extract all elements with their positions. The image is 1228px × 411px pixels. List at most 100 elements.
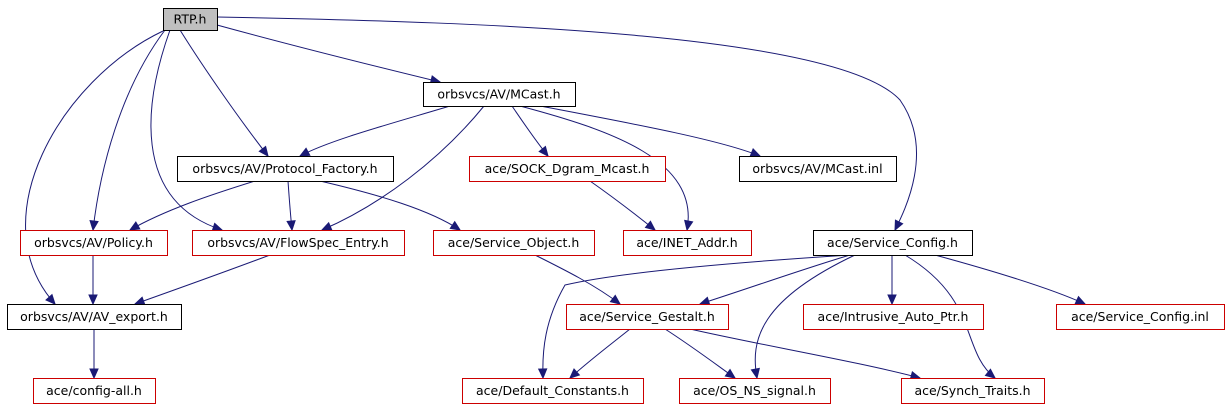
edge-line bbox=[299, 105, 451, 157]
node-box bbox=[469, 156, 666, 182]
arrowhead bbox=[984, 368, 996, 379]
edge-rtp-to-service_config bbox=[216, 16, 917, 232]
edge-service_gestalt-to-default_constants bbox=[569, 328, 631, 379]
edge-line bbox=[216, 24, 441, 83]
edge-line bbox=[134, 254, 271, 305]
edge-line bbox=[934, 254, 1086, 305]
arrowhead bbox=[128, 221, 141, 231]
edge-rtp-to-mcast bbox=[216, 24, 442, 85]
edge-line bbox=[179, 29, 269, 157]
edge-line bbox=[569, 328, 631, 379]
node-inet-addr[interactable]: ace/INET_Addr.h bbox=[623, 230, 752, 256]
node-service-gestalt[interactable]: ace/Service_Gestalt.h bbox=[566, 304, 729, 330]
edge-service_object-to-service_gestalt bbox=[534, 254, 621, 305]
node-flowspec-entry[interactable]: orbsvcs/AV/FlowSpec_Entry.h bbox=[192, 230, 405, 256]
edge-service_config-to-os_ns_signal bbox=[750, 254, 856, 380]
edge-mcast-to-inet_addr bbox=[519, 105, 694, 232]
edge-av_export-to-config_all bbox=[89, 329, 99, 380]
arrowhead bbox=[89, 220, 99, 232]
edge-line bbox=[542, 254, 851, 379]
arrowhead bbox=[258, 145, 269, 157]
node-synch-traits[interactable]: ace/Synch_Traits.h bbox=[901, 378, 1045, 404]
node-mcast[interactable]: orbsvcs/AV/MCast.h bbox=[423, 82, 576, 107]
edge-line bbox=[319, 180, 461, 231]
edge-line bbox=[589, 180, 656, 231]
edge-sock_dgram_mcast-to-inet_addr bbox=[589, 180, 656, 231]
node-intrusive-auto-ptr[interactable]: ace/Intrusive_Auto_Ptr.h bbox=[803, 304, 984, 330]
node-box bbox=[623, 230, 752, 256]
node-rtp[interactable]: RTP.h bbox=[163, 8, 218, 31]
edge-policy-to-av_export bbox=[88, 255, 98, 306]
node-box bbox=[192, 230, 405, 256]
edge-flowspec_entry-to-av_export bbox=[133, 254, 271, 306]
edge-line bbox=[150, 29, 223, 231]
arrowhead bbox=[298, 147, 311, 157]
edge-line bbox=[92, 29, 166, 231]
node-protocol-factory[interactable]: orbsvcs/AV/Protocol_Factory.h bbox=[177, 156, 394, 182]
edge-line bbox=[754, 254, 856, 379]
node-mcast-inl[interactable]: orbsvcs/AV/MCast.inl bbox=[739, 156, 897, 182]
arrowhead bbox=[320, 221, 333, 231]
arrowhead bbox=[537, 368, 548, 380]
node-config-all[interactable]: ace/config-all.h bbox=[33, 378, 156, 404]
node-label: orbsvcs/AV/Protocol_Factory.h bbox=[192, 161, 377, 176]
node-box bbox=[177, 156, 394, 182]
node-box bbox=[433, 230, 595, 256]
arrowhead bbox=[1074, 295, 1087, 305]
node-service-object[interactable]: ace/Service_Object.h bbox=[433, 230, 595, 256]
edge-rtp-to-protocol_factory bbox=[179, 29, 269, 157]
edge-rtp-to-av_export bbox=[25, 30, 164, 305]
node-label: RTP.h bbox=[174, 12, 207, 27]
edge-line bbox=[25, 30, 164, 305]
edge-mcast-to-mcast_inl bbox=[539, 105, 762, 157]
edge-layer bbox=[25, 16, 1087, 381]
node-label: ace/Intrusive_Auto_Ptr.h bbox=[818, 309, 969, 324]
node-sock-dgram-mcast[interactable]: ace/SOCK_Dgram_Mcast.h bbox=[469, 156, 666, 182]
node-service-config[interactable]: ace/Service_Config.h bbox=[813, 230, 973, 256]
arrowhead bbox=[887, 294, 897, 306]
edge-line bbox=[534, 254, 621, 305]
node-os-ns-signal[interactable]: ace/OS_NS_signal.h bbox=[679, 378, 831, 404]
node-box bbox=[813, 230, 973, 256]
arrowhead bbox=[45, 293, 56, 305]
edge-line bbox=[689, 328, 921, 379]
edge-line bbox=[519, 105, 689, 231]
node-box bbox=[423, 82, 576, 107]
node-label: ace/Default_Constants.h bbox=[476, 383, 629, 398]
node-policy[interactable]: orbsvcs/AV/Policy.h bbox=[20, 230, 168, 256]
node-box bbox=[566, 304, 729, 330]
arrowhead bbox=[89, 368, 99, 380]
arrowhead bbox=[894, 219, 904, 232]
arrowhead bbox=[644, 220, 656, 231]
edge-line bbox=[129, 180, 256, 231]
node-label: ace/Synch_Traits.h bbox=[914, 383, 1030, 398]
edge-line bbox=[539, 105, 761, 157]
edge-line bbox=[699, 254, 851, 305]
node-box bbox=[679, 378, 831, 404]
arrowhead bbox=[698, 296, 711, 306]
edge-mcast-to-sock_dgram_mcast bbox=[511, 105, 549, 157]
edge-service_config-to-service_gestalt bbox=[698, 254, 851, 306]
node-label: orbsvcs/AV/Policy.h bbox=[34, 235, 153, 250]
node-label: ace/config-all.h bbox=[46, 383, 142, 398]
arrowhead bbox=[569, 368, 581, 379]
node-service-config-inl[interactable]: ace/Service_Config.inl bbox=[1056, 304, 1225, 330]
arrowhead bbox=[133, 296, 146, 306]
node-default-constants[interactable]: ace/Default_Constants.h bbox=[462, 378, 644, 404]
node-label: orbsvcs/AV/FlowSpec_Entry.h bbox=[207, 235, 388, 250]
arrowhead bbox=[749, 148, 762, 157]
edge-mcast-to-protocol_factory bbox=[298, 105, 451, 157]
node-box bbox=[739, 156, 897, 182]
node-box bbox=[1056, 304, 1225, 330]
node-av-export[interactable]: orbsvcs/AV/AV_export.h bbox=[7, 304, 182, 330]
node-label: ace/SOCK_Dgram_Mcast.h bbox=[485, 161, 650, 176]
node-box bbox=[7, 304, 182, 330]
node-label: ace/Service_Config.inl bbox=[1071, 309, 1209, 324]
edge-service_config-to-intrusive_auto_ptr bbox=[887, 254, 897, 306]
edge-line bbox=[216, 16, 917, 231]
node-label: ace/INET_Addr.h bbox=[636, 235, 737, 250]
edge-protocol_factory-to-policy bbox=[128, 180, 256, 231]
arrowhead bbox=[538, 145, 549, 157]
arrowhead bbox=[211, 222, 224, 232]
